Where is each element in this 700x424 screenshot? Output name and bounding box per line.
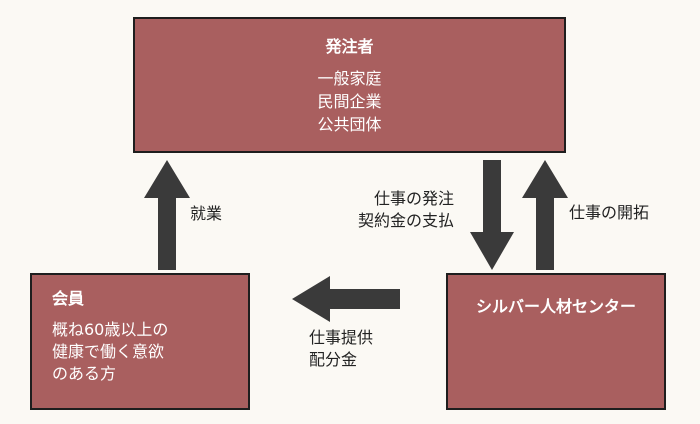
- orderer-item: 民間企業: [317, 92, 382, 111]
- provide-arrow: [292, 276, 400, 322]
- member-description: 概ね60歳以上の 健康で働く意欲 のある方: [52, 319, 248, 385]
- order-label-line: 契約金の支払: [358, 211, 455, 230]
- provide-label-line: 配分金: [309, 350, 358, 369]
- employment-arrow: [144, 160, 190, 270]
- member-line: 概ね60歳以上の: [52, 320, 169, 339]
- member-title: 会員: [52, 289, 85, 308]
- order-label-line: 仕事の発注: [374, 189, 455, 208]
- order-arrow: [470, 160, 514, 270]
- provide-label: 仕事提供 配分金: [309, 327, 373, 371]
- development-arrow: [522, 160, 568, 270]
- provide-label-line: 仕事提供: [309, 328, 374, 347]
- orderer-title: 発注者: [325, 37, 374, 56]
- member-line: のある方: [52, 364, 117, 383]
- member-box: 会員 概ね60歳以上の 健康で働く意欲 のある方: [30, 273, 250, 410]
- center-title: シルバー人材センター: [475, 297, 636, 316]
- development-label: 仕事の開拓: [569, 203, 650, 222]
- member-line: 健康で働く意欲: [52, 342, 165, 361]
- orderer-list: 一般家庭 民間企業 公共団体: [135, 67, 564, 136]
- orderer-item: 公共団体: [317, 115, 382, 134]
- orderer-item: 一般家庭: [317, 69, 382, 88]
- center-box: シルバー人材センター: [446, 273, 666, 410]
- order-label: 仕事の発注 契約金の支払: [358, 188, 454, 232]
- orderer-box: 発注者 一般家庭 民間企業 公共団体: [133, 17, 566, 153]
- employment-label: 就業: [190, 204, 223, 223]
